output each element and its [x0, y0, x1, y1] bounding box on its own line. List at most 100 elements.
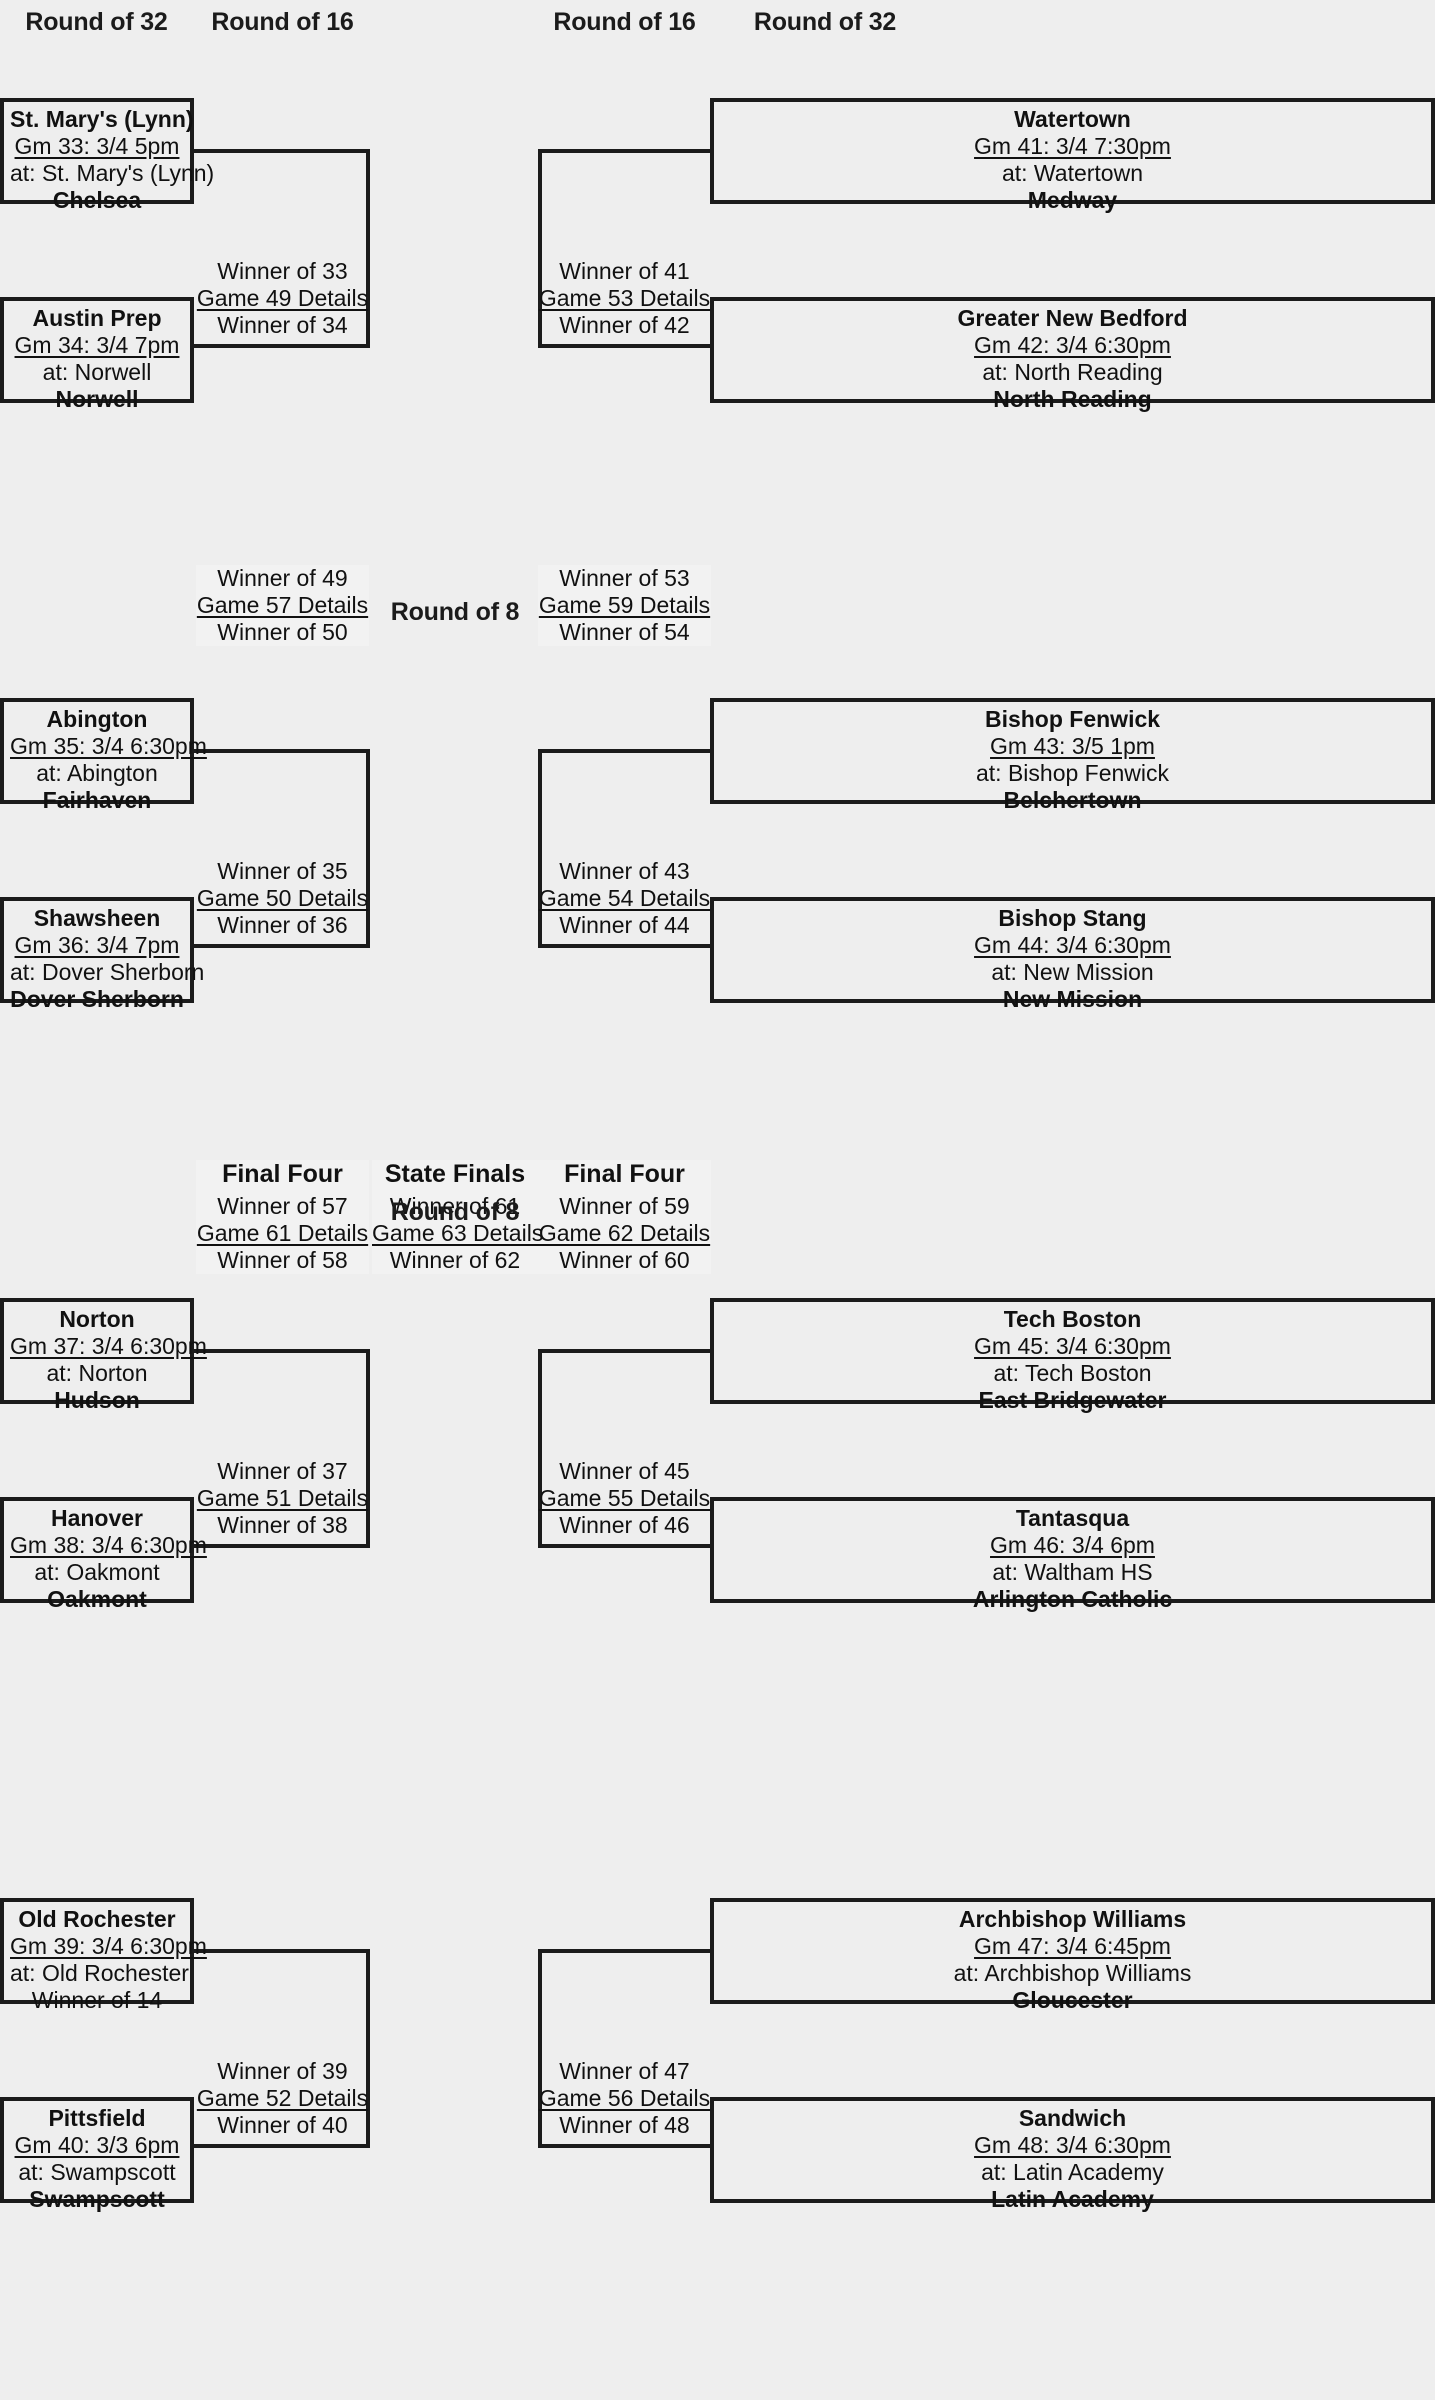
connector-55 [538, 1349, 714, 1548]
game-link[interactable]: Gm 39: 3/4 6:30pm [10, 1932, 207, 1959]
advance-bottom-slot: Winner of 44 [559, 911, 690, 938]
game-details-link[interactable]: Game 62 Details [538, 1220, 711, 1247]
team-top: Greater New Bedford [957, 305, 1188, 331]
connector-53 [538, 149, 714, 348]
mid-round-label-1: Round of 8 [390, 1198, 520, 1226]
team-top: Old Rochester [18, 1906, 176, 1932]
advance-top-slot: Winner of 47 [559, 2058, 690, 2084]
connector-54 [538, 749, 714, 948]
team-top: Shawsheen [33, 905, 161, 931]
game-details-link[interactable]: Game 50 Details [196, 884, 369, 911]
mid-round-label-0: Round of 8 [390, 598, 520, 626]
team-bottom: Belchertown [1003, 786, 1142, 813]
game-link[interactable]: Gm 38: 3/4 6:30pm [10, 1531, 207, 1558]
team-top: Watertown [1014, 106, 1131, 132]
game-link[interactable]: Gm 36: 3/4 7pm [14, 931, 180, 958]
game-venue: at: Abington [36, 759, 158, 786]
advance-bottom-slot: Winner of 46 [559, 1511, 690, 1538]
advance-bottom-slot: Winner of 48 [559, 2111, 690, 2138]
team-bottom: Hudson [54, 1386, 140, 1413]
advance-top-slot: Winner of 41 [559, 258, 690, 284]
team-top: Hanover [50, 1505, 144, 1531]
advance-top-slot: Winner of 39 [217, 2058, 348, 2084]
round-header-1: Round of 16 [211, 8, 354, 36]
game-details-link[interactable]: Game 61 Details [196, 1220, 369, 1247]
advance-bottom-slot: Winner of 60 [559, 1247, 690, 1274]
team-bottom: Swampscott [29, 2185, 165, 2212]
game-link[interactable]: Gm 42: 3/4 6:30pm [974, 331, 1171, 358]
advance-top-slot: Winner of 33 [217, 258, 348, 284]
game-details-link[interactable]: Game 52 Details [196, 2084, 369, 2111]
advance-bottom-slot: Winner of 38 [217, 1511, 348, 1538]
advance-header: State Finals [384, 1160, 526, 1188]
game-link[interactable]: Gm 48: 3/4 6:30pm [974, 2131, 1171, 2158]
connector-56 [538, 1949, 714, 2148]
advance-bottom-slot: Winner of 36 [217, 911, 348, 938]
team-top: Pittsfield [48, 2105, 146, 2131]
team-top: Tantasqua [1015, 1505, 1130, 1531]
game-link[interactable]: Gm 34: 3/4 7pm [14, 331, 180, 358]
advance-bottom-slot: Winner of 34 [217, 311, 348, 338]
game-venue: at: Dover Sherborn [10, 958, 205, 985]
advance-bottom-slot: Winner of 42 [559, 311, 690, 338]
game-venue: at: Waltham HS [992, 1558, 1153, 1585]
game-venue: at: Bishop Fenwick [975, 759, 1170, 786]
team-bottom: North Reading [993, 385, 1152, 412]
team-bottom: New Mission [1002, 985, 1143, 1012]
advance-top-slot: Winner of 49 [217, 565, 348, 591]
game-venue: at: New Mission [991, 958, 1154, 985]
game-details-link[interactable]: Game 55 Details [538, 1484, 711, 1511]
game-details-link[interactable]: Game 63 Details [372, 1220, 544, 1247]
game-details-link[interactable]: Game 51 Details [196, 1484, 369, 1511]
game-details-link[interactable]: Game 54 Details [538, 884, 711, 911]
game-details-link[interactable]: Game 57 Details [196, 591, 369, 618]
game-link[interactable]: Gm 41: 3/4 7:30pm [974, 132, 1171, 159]
team-top: Bishop Stang [998, 905, 1147, 931]
game-details-link[interactable]: Game 56 Details [538, 2084, 711, 2111]
connector-49 [194, 149, 370, 348]
team-bottom: Latin Academy [991, 2185, 1154, 2212]
game-link[interactable]: Gm 47: 3/4 6:45pm [974, 1932, 1171, 1959]
team-bottom: Fairhaven [42, 786, 152, 813]
game-link[interactable]: Gm 40: 3/3 6pm [14, 2131, 180, 2158]
connector-50 [194, 749, 370, 948]
connector-52 [194, 1949, 370, 2148]
game-link[interactable]: Gm 33: 3/4 5pm [14, 132, 180, 159]
game-link[interactable]: Gm 46: 3/4 6pm [990, 1531, 1155, 1558]
game-details-link[interactable]: Game 59 Details [538, 591, 711, 618]
game-venue: at: Oakmont [34, 1558, 160, 1585]
advance-bottom-slot: Winner of 40 [217, 2111, 348, 2138]
game-details-link[interactable]: Game 53 Details [538, 284, 711, 311]
game-details-link[interactable]: Game 49 Details [196, 284, 369, 311]
team-top: Tech Boston [1003, 1306, 1142, 1332]
advance-top-slot: Winner of 57 [217, 1193, 348, 1220]
advance-header: Final Four [222, 1160, 343, 1188]
team-top: Norton [59, 1306, 135, 1332]
game-link[interactable]: Gm 37: 3/4 6:30pm [10, 1332, 207, 1359]
game-link[interactable]: Gm 35: 3/4 6:30pm [10, 732, 207, 759]
game-link[interactable]: Gm 45: 3/4 6:30pm [974, 1332, 1171, 1359]
round-header-2: Round of 16 [553, 8, 696, 36]
advance-bottom-slot: Winner of 58 [217, 1247, 348, 1274]
game-link[interactable]: Gm 43: 3/5 1pm [990, 732, 1155, 759]
game-link[interactable]: Gm 44: 3/4 6:30pm [974, 931, 1171, 958]
advance-top-slot: Winner of 35 [217, 858, 348, 884]
